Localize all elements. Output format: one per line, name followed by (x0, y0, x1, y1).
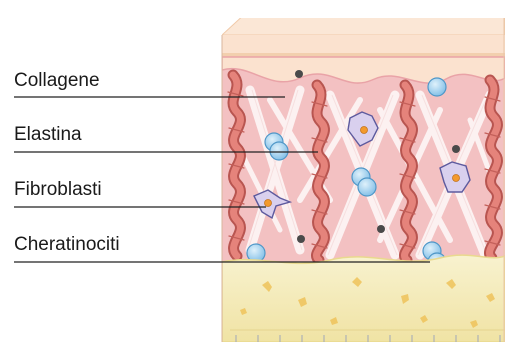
skin-surface (222, 12, 505, 35)
tissue-block (222, 12, 505, 342)
label-cheratinociti-text: Cheratinociti (14, 234, 120, 255)
epidermis-layer (222, 35, 505, 55)
label-elastina-text: Elastina (14, 124, 82, 145)
label-collagene-text: Collagene (14, 70, 100, 91)
label-fibroblasti-text: Fibroblasti (14, 179, 102, 200)
subcutaneous-fat (222, 255, 505, 342)
